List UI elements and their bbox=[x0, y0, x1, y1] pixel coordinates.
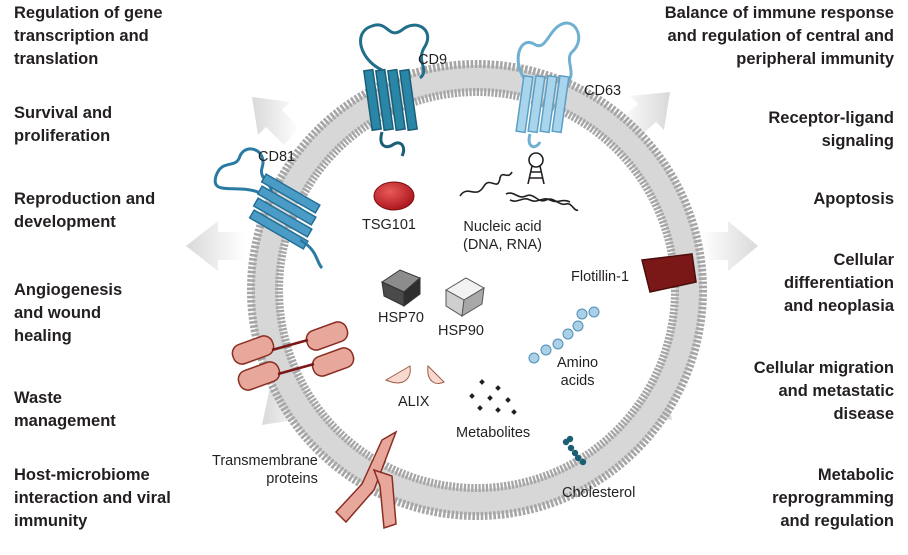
label-cd63: CD63 bbox=[584, 83, 622, 99]
label-hsp70: HSP70 bbox=[378, 310, 424, 326]
label-tsg101: TSG101 bbox=[362, 217, 416, 233]
label-transmembrane: Transmembrane proteins bbox=[212, 453, 318, 487]
metabolite-dots bbox=[469, 379, 517, 415]
arrow-up-left bbox=[252, 97, 300, 145]
tsg101-shape bbox=[373, 181, 415, 211]
cd9-protein bbox=[359, 23, 430, 157]
function-host-microbiome: Host-microbiome interaction and viral im… bbox=[14, 466, 171, 530]
function-cellular-migration: Cellular migration and metastatic diseas… bbox=[753, 359, 894, 423]
label-hsp90: HSP90 bbox=[438, 323, 484, 339]
transmembrane-bottom bbox=[334, 430, 398, 530]
function-gene-regulation: Regulation of gene transcription and tra… bbox=[14, 4, 163, 68]
label-nucleic-acid: Nucleic acid (DNA, RNA) bbox=[463, 219, 542, 253]
cholesterol-molecules bbox=[562, 435, 587, 466]
transmembrane-left bbox=[231, 321, 355, 391]
function-survival-proliferation: Survival and proliferation bbox=[14, 104, 113, 145]
label-alix: ALIX bbox=[398, 394, 430, 410]
function-reproduction-development: Reproduction and development bbox=[14, 190, 156, 231]
hsp90-shape bbox=[445, 277, 485, 317]
function-immune-balance: Balance of immune response and regulatio… bbox=[664, 4, 894, 68]
function-metabolic-reprogramming: Metabolic reprogramming and regulation bbox=[772, 466, 894, 530]
label-cd81: CD81 bbox=[258, 149, 296, 165]
label-cd9: CD9 bbox=[418, 52, 448, 68]
amino-acid-chain bbox=[528, 306, 600, 364]
function-apoptosis: Apoptosis bbox=[813, 190, 894, 208]
label-amino-acids: Amino acids bbox=[557, 355, 599, 389]
label-flotillin: Flotillin-1 bbox=[571, 269, 630, 285]
alix-shapes bbox=[384, 364, 445, 384]
hsp70-shape bbox=[380, 269, 421, 307]
function-cellular-differentiation: Cellular differentiation and neoplasia bbox=[783, 251, 894, 315]
flotillin-shape bbox=[641, 253, 697, 293]
cd81-protein bbox=[213, 147, 324, 270]
function-receptor-ligand-signaling: Receptor-ligand signaling bbox=[768, 109, 894, 150]
cd63-protein bbox=[515, 21, 581, 149]
arrow-left-mid bbox=[186, 221, 245, 271]
nucleic-acid-shapes bbox=[459, 152, 579, 212]
function-waste-management: Waste management bbox=[14, 389, 116, 430]
arrow-right-mid bbox=[702, 221, 758, 271]
label-cholesterol: Cholesterol bbox=[562, 485, 636, 501]
label-metabolites: Metabolites bbox=[456, 425, 531, 441]
function-angiogenesis-wound-healing: Angiogenesis and wound healing bbox=[14, 281, 123, 345]
